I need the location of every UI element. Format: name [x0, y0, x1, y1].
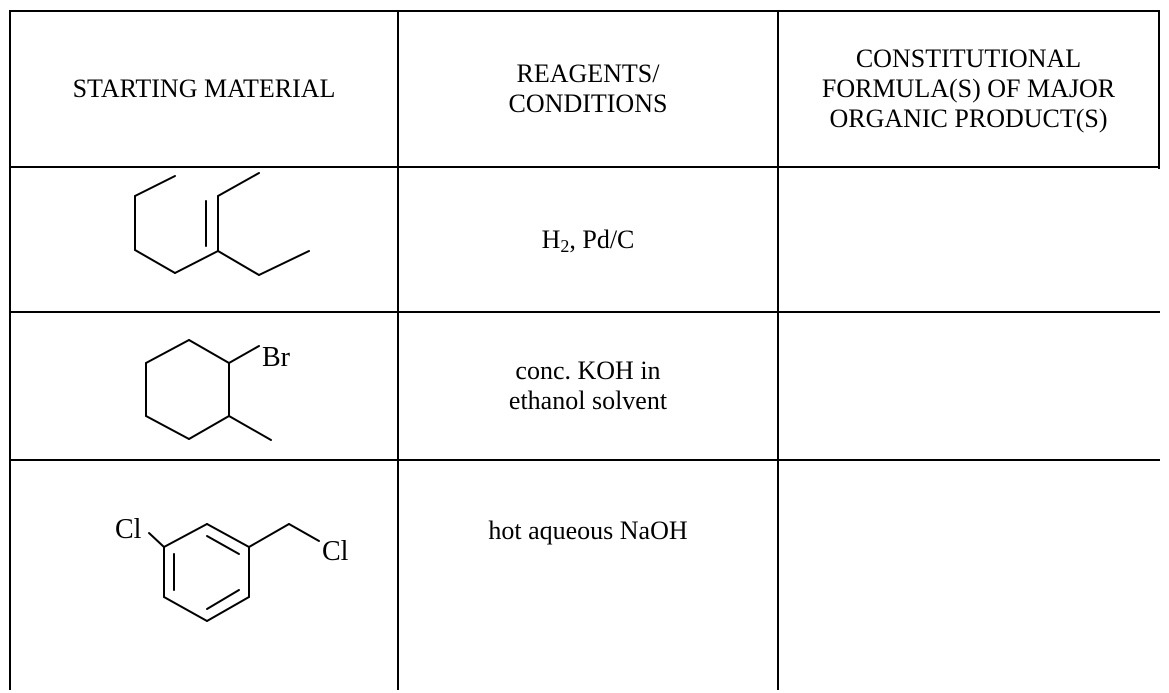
table-top-border	[9, 10, 1160, 12]
row1-bottom-border	[9, 311, 1160, 313]
molecule-row1-structure	[134, 172, 310, 276]
molecule-bromo-methylcyclohexane: Br	[145, 339, 291, 441]
header-bottom-border	[9, 166, 1160, 168]
reagent-row1: H2, Pd/C	[541, 224, 635, 256]
product-cell-row1[interactable]	[779, 168, 1158, 311]
col2-right-border	[777, 10, 779, 690]
reagent-row3: hot aqueous NaOH	[488, 516, 688, 545]
table-right-border	[1158, 10, 1160, 169]
atom-label-cl-aryl: Cl	[115, 514, 142, 545]
product-cell-row3[interactable]	[779, 461, 1158, 690]
atom-label-cl-benzyl: Cl	[322, 536, 349, 567]
table-left-border	[9, 10, 11, 690]
header-starting-material: STARTING MATERIAL	[72, 74, 336, 103]
atom-label-br: Br	[262, 342, 291, 373]
header-reagents-conditions: REAGENTS/ CONDITIONS	[508, 59, 668, 118]
molecule-chloro-chloromethylbenzene: Cl Cl	[115, 514, 349, 622]
col1-right-border	[397, 10, 399, 690]
reagent-row2: conc. KOH in ethanol solvent	[508, 356, 668, 415]
row2-bottom-border	[9, 459, 1160, 461]
header-product-formula: CONSTITUTIONAL FORMULA(S) OF MAJOR ORGAN…	[821, 44, 1116, 133]
product-cell-row2[interactable]	[779, 313, 1158, 459]
